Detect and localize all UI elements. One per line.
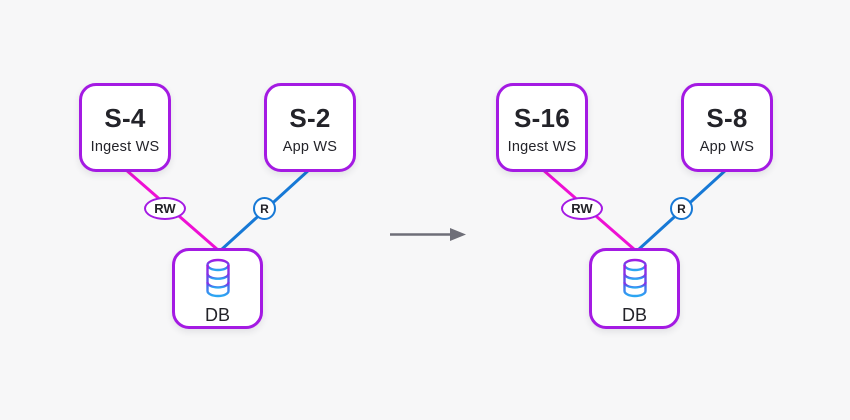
cluster-before: S-4 Ingest WS S-2 App WS DB RW R bbox=[79, 83, 379, 343]
node-title: S-4 bbox=[104, 102, 146, 133]
database-icon bbox=[620, 258, 650, 305]
node-db-after: DB bbox=[589, 248, 680, 329]
node-subtitle: App WS bbox=[699, 138, 755, 155]
node-title: S-8 bbox=[706, 102, 748, 133]
node-app-ws-after: S-8 App WS bbox=[681, 83, 773, 172]
node-ingest-ws-after: S-16 Ingest WS bbox=[496, 83, 588, 172]
write-edge-badge: RW bbox=[561, 197, 603, 220]
node-subtitle: Ingest WS bbox=[90, 138, 160, 155]
arrow-right-icon bbox=[390, 228, 466, 241]
read-edge-badge: R bbox=[253, 197, 276, 220]
db-label: DB bbox=[204, 304, 230, 325]
node-db-before: DB bbox=[172, 248, 263, 329]
cluster-after: S-16 Ingest WS S-8 App WS DB RW R bbox=[496, 83, 796, 343]
write-edge-badge: RW bbox=[144, 197, 186, 220]
node-title: S-16 bbox=[513, 102, 571, 133]
node-ingest-ws-before: S-4 Ingest WS bbox=[79, 83, 171, 172]
db-label: DB bbox=[621, 304, 647, 325]
database-icon bbox=[203, 258, 233, 305]
node-title: S-2 bbox=[289, 102, 331, 133]
node-app-ws-before: S-2 App WS bbox=[264, 83, 356, 172]
read-edge-badge: R bbox=[670, 197, 693, 220]
node-subtitle: Ingest WS bbox=[507, 138, 577, 155]
node-subtitle: App WS bbox=[282, 138, 338, 155]
